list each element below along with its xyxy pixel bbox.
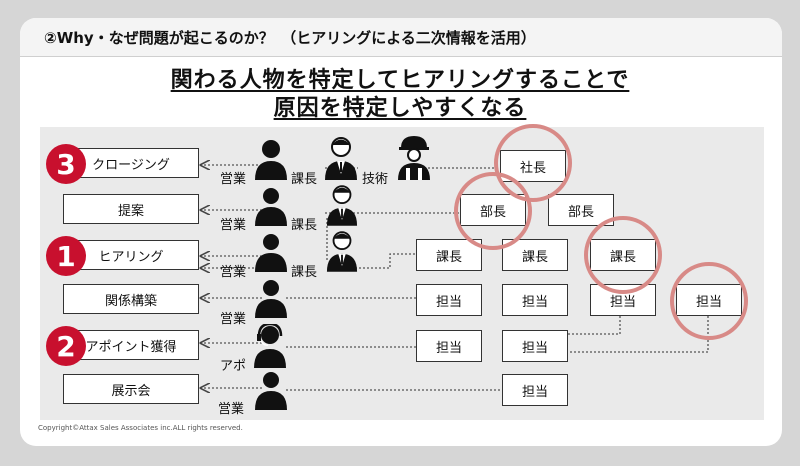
engineer-icon (398, 136, 430, 180)
label-kacho-2: 課長 (291, 218, 318, 233)
highlight-ring-kacho (584, 216, 662, 294)
person-icon (255, 280, 287, 318)
label-eigyo-4: 営業 (220, 312, 247, 327)
highlight-ring-tanto (670, 262, 748, 340)
box-tanto-5: 担当 (416, 330, 482, 362)
step-exhibition: 展示会 (63, 374, 199, 404)
box-tanto-2: 担当 (502, 284, 568, 316)
slide-title-line2: 原因を特定しやすくなる (273, 96, 527, 121)
step-relationship: 関係構築 (63, 284, 199, 314)
highlight-ring-shacho (494, 124, 572, 202)
label-apo: アポ (220, 359, 247, 374)
operator-headset-icon (254, 324, 286, 368)
label-kacho-1: 課長 (291, 172, 318, 187)
person-icon (255, 372, 287, 410)
highlight-ring-bucho (454, 172, 532, 250)
businessman-icon (326, 231, 358, 272)
copyright: Copyright©Attax Sales Associates inc.ALL… (38, 424, 243, 432)
person-icon (255, 188, 287, 226)
box-kacho-2: 課長 (502, 239, 568, 271)
label-kacho-3: 課長 (291, 265, 318, 280)
box-tanto-7: 担当 (502, 374, 568, 406)
box-tanto-6: 担当 (502, 330, 568, 362)
businessman-icon (326, 185, 358, 226)
box-tanto-1: 担当 (416, 284, 482, 316)
slide-title-line1: 関わる人物を特定してヒアリングすることで (170, 68, 630, 93)
label-eigyo-1: 営業 (220, 172, 247, 187)
box-kacho-1: 課長 (416, 239, 482, 271)
header-text: ②Why・なぜ問題が起こるのか？ （ヒアリングによる二次情報を活用） (44, 29, 536, 47)
badge-2: 2 (46, 326, 86, 366)
label-gijutsu: 技術 (362, 172, 389, 187)
badge-1: 1 (46, 236, 86, 276)
label-eigyo-5: 営業 (218, 402, 245, 417)
person-icon (255, 234, 287, 272)
person-icon (255, 140, 287, 180)
slide-header: ②Why・なぜ問題が起こるのか？ （ヒアリングによる二次情報を活用） (20, 18, 782, 57)
businessman-icon (325, 137, 357, 180)
badge-3: 3 (46, 144, 86, 184)
label-eigyo-3: 営業 (220, 265, 247, 280)
label-eigyo-2: 営業 (220, 218, 247, 233)
step-proposal: 提案 (63, 194, 199, 224)
